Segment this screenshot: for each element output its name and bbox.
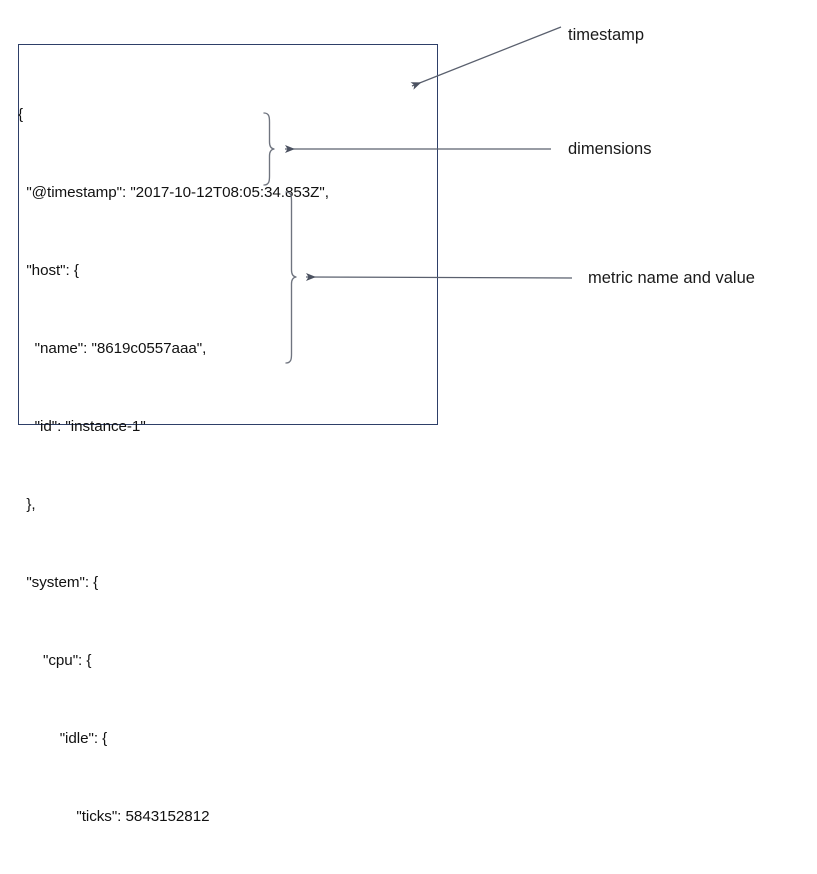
json-line-cpu-open: "cpu": {: [18, 652, 92, 669]
annotation-label-timestamp: timestamp: [568, 26, 645, 44]
json-line-idle-open: "idle": {: [18, 730, 108, 747]
json-line-host-open: "host": {: [18, 262, 79, 279]
json-line-host-id: "id": "instance-1": [18, 418, 146, 435]
json-line-timestamp: "@timestamp": "2017-10-12T08:05:34.853Z"…: [18, 184, 329, 201]
json-document-panel: [18, 44, 438, 425]
json-line-host-close: },: [18, 496, 36, 513]
json-line: {: [18, 106, 24, 123]
json-line-ticks: "ticks": 5843152812: [18, 808, 210, 825]
diagram-canvas: { "@timestamp": "2017-10-12T08:05:34.853…: [18, 26, 755, 825]
json-document-code: { "@timestamp": "2017-10-12T08:05:34.853…: [18, 50, 438, 874]
annotation-label-metric: metric name and value: [588, 269, 755, 287]
annotation-label-dimensions: dimensions: [568, 140, 652, 158]
json-line-system-open: "system": {: [18, 574, 99, 591]
json-line-host-name: "name": "8619c0557aaa",: [18, 340, 207, 357]
